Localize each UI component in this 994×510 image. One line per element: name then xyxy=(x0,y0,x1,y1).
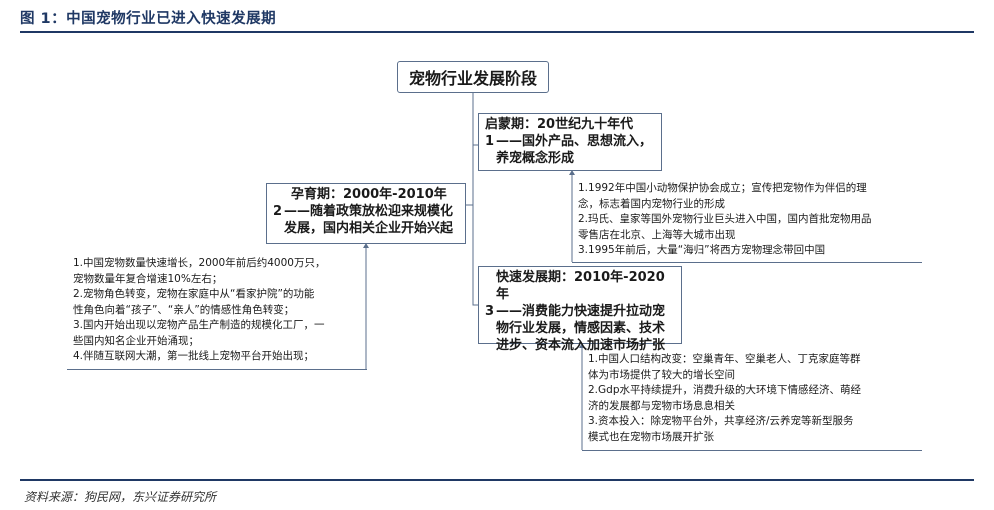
detail-line: 念，标志着国内宠物行业的形成 xyxy=(578,197,725,210)
stage-2-number: 2 xyxy=(273,204,283,219)
stage-1-body-line: 养宠概念形成 xyxy=(496,151,575,166)
detail-line: 3.1995年前后，大量“海归”将西方宠物理念带回中国 xyxy=(578,244,826,256)
stage-3-details-underline xyxy=(582,450,922,451)
detail-line: 3.资本投入：除宠物平台外，共享经济/云养宠等新型服务 xyxy=(588,415,854,427)
detail-line: 1.1992年中国小动物保护协会成立；宣传把宠物作为伴侣的理 xyxy=(578,182,867,194)
detail-line: 3.国内开始出现以宠物产品生产制造的规模化工厂，一 xyxy=(73,319,325,331)
stage-1-details-underline xyxy=(572,262,922,263)
stage-2-details-underline xyxy=(67,369,367,370)
stage-1-details: 1.1992年中国小动物保护协会成立；宣传把宠物作为伴侣的理 念，标志着国内宠物… xyxy=(572,178,922,262)
arrow-stage3 xyxy=(579,343,585,348)
detail-line: 2.玛氏、皇家等国外宠物行业巨头进入中国，国内首批宠物用品 xyxy=(578,213,872,225)
detail-line: 体为市场提供了较大的增长空间 xyxy=(588,368,735,381)
stage-2-details: 1.中国宠物数量快速增长，2000年前后约4000万只， 宠物数量年复合增速10… xyxy=(67,253,369,368)
stage-2-body-line: ——随着政策放松迎来规模化 xyxy=(284,204,454,219)
stage-3-details: 1.中国人口结构改变：空巢青年、空巢老人、丁克家庭等群 体为市场提供了较大的增长… xyxy=(582,349,922,448)
stage-3-number: 3 xyxy=(485,304,495,319)
detail-line: 4.伴随互联网大潮，第一批线上宠物平台开始出现； xyxy=(73,350,315,362)
detail-line: 2.Gdp水平持续提升，消费升级的大环境下情感经济、萌经 xyxy=(588,384,861,396)
detail-line: 济的发展都与宠物市场息息相关 xyxy=(588,399,735,412)
connector-root-stage3 xyxy=(472,145,478,306)
title-rule xyxy=(20,31,974,33)
arrow-stage1 xyxy=(569,170,575,175)
footer-rule xyxy=(20,479,974,481)
root-node: 宠物行业发展阶段 xyxy=(397,61,549,93)
stage-1-box: 启蒙期：20世纪九十年代 1——国外产品、思想流入， 养宠概念形成 xyxy=(478,113,662,171)
stage-3-title: 快速发展期：2010年-2020年 xyxy=(496,270,665,302)
stage-1-body-line: ——国外产品、思想流入， xyxy=(496,134,653,149)
stage-2-box: 孕育期：2000年-2010年 2——随着政策放松迎来规模化 发展，国内相关企业… xyxy=(266,183,466,244)
stage-3-body-line: 物行业发展，情感因素、技术 xyxy=(496,321,666,336)
figure-title: 图 1：中国宠物行业已进入快速发展期 xyxy=(20,11,277,27)
detail-line: 宠物数量年复合增速10%左右； xyxy=(73,272,223,285)
stage-2-title: 孕育期：2000年-2010年 xyxy=(291,187,447,202)
detail-line: 1.中国人口结构改变：空巢青年、空巢老人、丁克家庭等群 xyxy=(588,353,861,365)
stage-1-number: 1 xyxy=(485,134,495,149)
detail-line: 性角色向着“孩子”、“亲人”的情感性角色转变； xyxy=(73,303,295,316)
stage-1-title: 启蒙期：20世纪九十年代 xyxy=(485,117,634,132)
root-label: 宠物行业发展阶段 xyxy=(408,69,537,88)
stage-2-body-line: 发展，国内相关企业开始兴起 xyxy=(284,221,454,236)
stage-3-box: 快速发展期：2010年-2020年 3——消费能力快速提升拉动宠 物行业发展，情… xyxy=(478,266,682,353)
detail-line: 些国内知名企业开始涌现； xyxy=(73,334,199,347)
stage-3-body-line: ——消费能力快速提升拉动宠 xyxy=(496,304,666,319)
detail-line: 零售店在北京、上海等大城市出现 xyxy=(578,228,736,241)
stage-3-body-line: 进步、资本流入加速市场扩张 xyxy=(496,338,666,353)
arrow-stage2 xyxy=(363,243,369,248)
detail-line: 1.中国宠物数量快速增长，2000年前后约4000万只， xyxy=(73,257,326,269)
detail-line: 2.宠物角色转变，宠物在家庭中从“看家护院”的功能 xyxy=(73,288,315,300)
detail-line: 模式也在宠物市场展开扩张 xyxy=(588,430,714,443)
source-note: 资料来源：狗民网，东兴证券研究所 xyxy=(24,490,217,504)
